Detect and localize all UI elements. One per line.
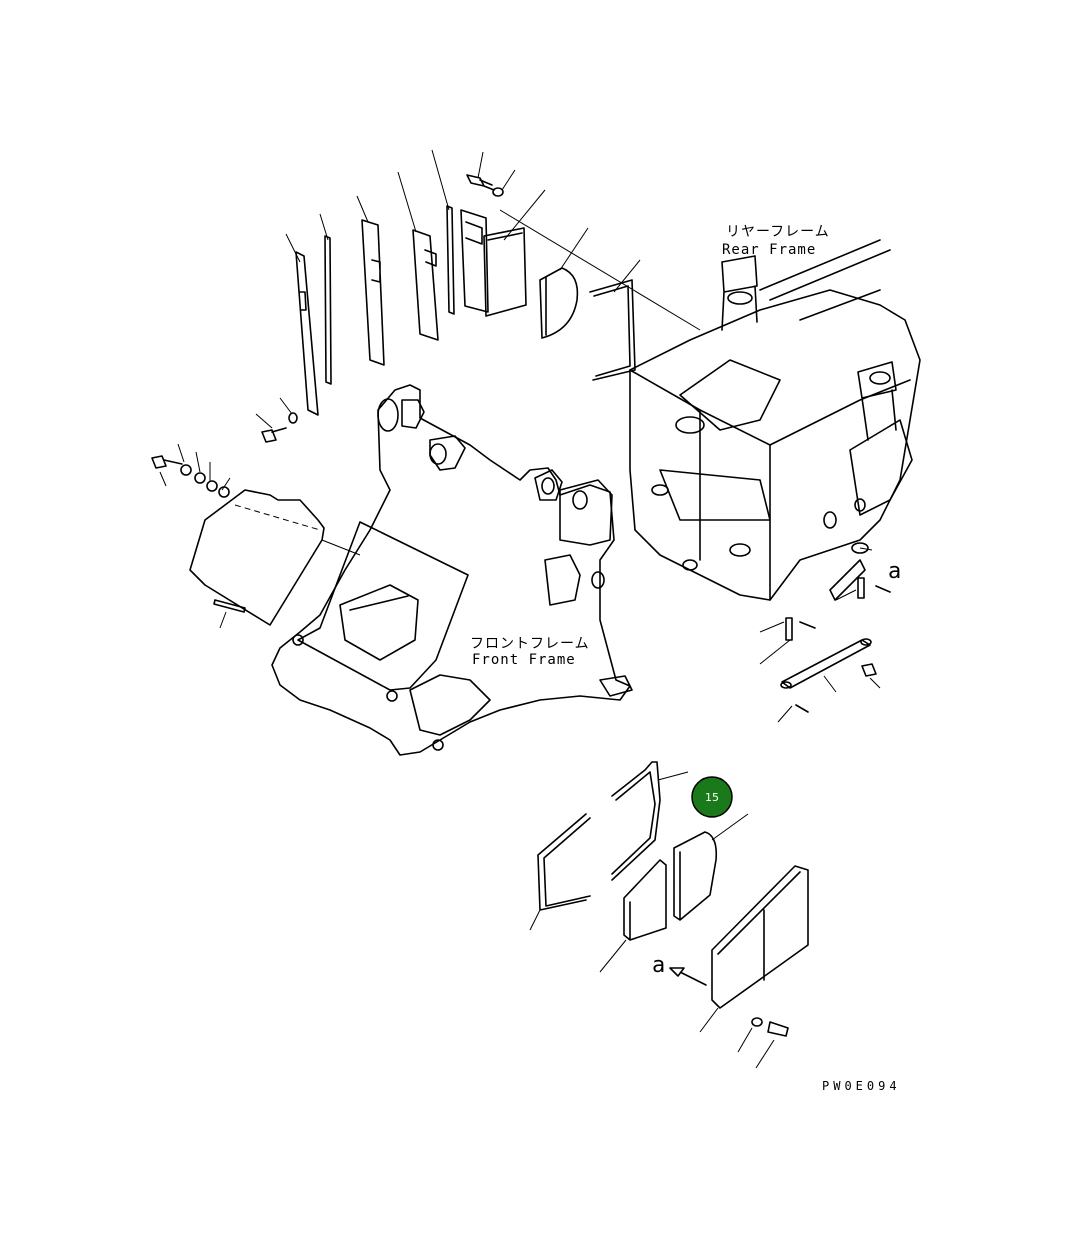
front-frame: [271, 384, 633, 756]
left-cover-assembly: [151, 443, 361, 629]
callout-number: 15: [705, 791, 719, 804]
diagram-labels: リヤーフレーム Rear Frame フロントフレーム Front Frame …: [470, 224, 902, 1093]
front-frame-label-jp: フロントフレーム: [470, 636, 590, 652]
top-exploded-parts: [255, 149, 701, 443]
drawing-code: PW0E094: [822, 1079, 901, 1093]
callout-badge-15[interactable]: 15: [691, 776, 733, 818]
detail-exploded-parts: [529, 761, 809, 1069]
rear-frame-label-jp: リヤーフレーム: [726, 224, 830, 240]
rear-frame: [629, 239, 921, 601]
rear-frame-label-en: Rear Frame: [722, 242, 816, 258]
detail-mark-a-rear: a: [888, 559, 902, 584]
callout-circle[interactable]: [691, 776, 733, 818]
front-frame-label-en: Front Frame: [472, 652, 576, 668]
detail-mark-a-detail: a: [652, 953, 666, 978]
linkage-parts: [759, 547, 891, 723]
